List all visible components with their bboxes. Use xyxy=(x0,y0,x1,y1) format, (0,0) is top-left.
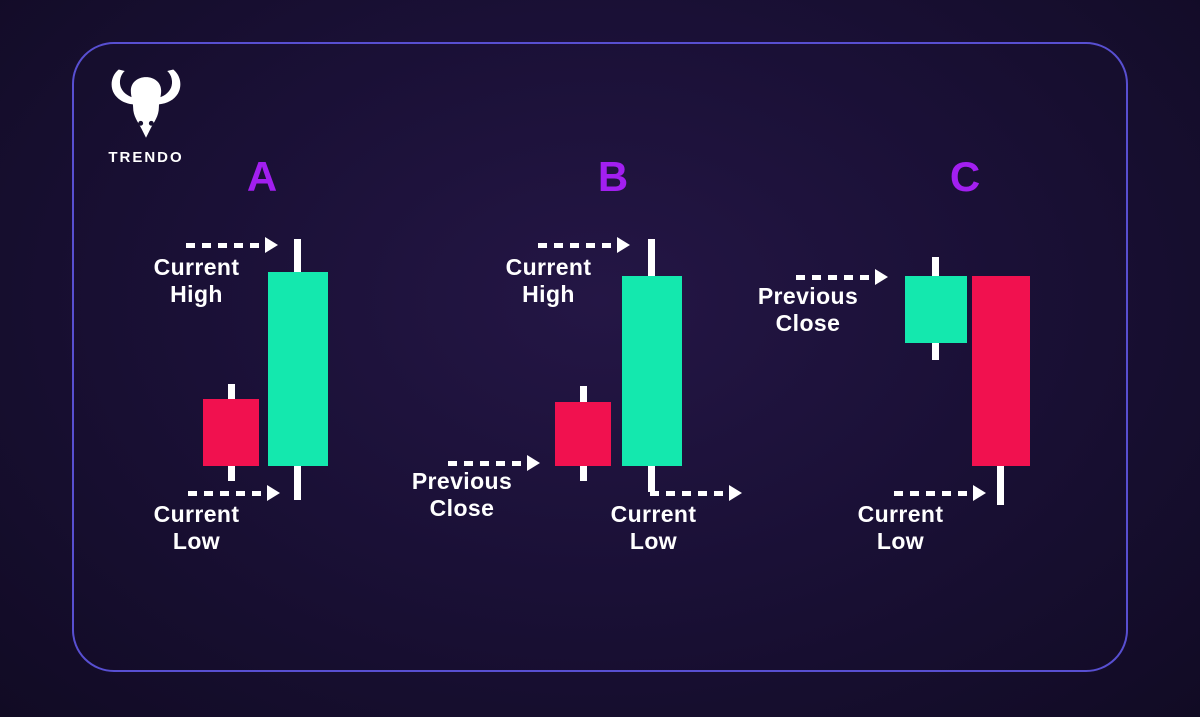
annotation-line-1: Previous xyxy=(411,468,513,494)
panel-b-current-low-annotation: Current Low xyxy=(596,501,711,555)
panel-a-bullish-upper-wick xyxy=(294,239,301,273)
panel-c-bullish-lower-wick xyxy=(932,343,939,360)
panel-b-previous-close-arrow xyxy=(448,455,540,471)
panel-b-bullish-upper-wick xyxy=(648,239,655,277)
panel-a-current-low-annotation: Current Low xyxy=(139,501,254,555)
annotation-line-2: Low xyxy=(876,528,925,554)
panel-b-bearish-lower-wick xyxy=(580,466,587,481)
panel-a-bullish-candle-body xyxy=(268,272,328,466)
panel-b-bullish-lower-wick xyxy=(648,466,655,492)
arrow-dashes xyxy=(448,460,527,466)
panel-c-label: C xyxy=(949,153,981,200)
arrow-dashes xyxy=(186,242,265,248)
panel-c-bearish-lower-wick xyxy=(997,466,1004,505)
annotation-line-2: High xyxy=(522,281,575,307)
panel-c-bullish-upper-wick xyxy=(932,257,939,277)
panel-b-bearish-upper-wick xyxy=(580,386,587,403)
arrow-head-icon xyxy=(617,237,630,253)
panel-c-bullish-candle-body xyxy=(905,276,967,343)
panel-b-current-high-arrow xyxy=(538,237,630,253)
annotation-line-2: Low xyxy=(172,528,221,554)
annotation-line-2: Close xyxy=(429,495,495,521)
annotation-line-1: Current xyxy=(857,501,944,527)
annotation-line-1: Previous xyxy=(757,283,859,309)
arrow-dashes xyxy=(538,242,617,248)
annotation-line-2: Low xyxy=(629,528,678,554)
arrow-dashes xyxy=(188,490,267,496)
annotation-line-1: Current xyxy=(610,501,697,527)
arrow-dashes xyxy=(650,490,729,496)
annotation-line-1: Current xyxy=(505,254,592,280)
brand-name: TRENDO xyxy=(108,149,184,166)
panel-a-bearish-candle-body xyxy=(203,399,259,466)
arrow-head-icon xyxy=(875,269,888,285)
annotation-line-1: Current xyxy=(153,501,240,527)
panel-a-bullish-lower-wick xyxy=(294,466,301,500)
arrow-head-icon xyxy=(973,485,986,501)
panel-a-bearish-lower-wick xyxy=(228,466,235,481)
panel-b-previous-close-annotation: Previous Close xyxy=(402,468,522,522)
arrow-dashes xyxy=(894,490,973,496)
panel-b-bullish-candle-body xyxy=(622,276,682,466)
annotation-line-2: Close xyxy=(775,310,841,336)
panel-c-previous-close-annotation: Previous Close xyxy=(748,283,868,337)
brand-logo: TRENDO xyxy=(104,68,188,166)
arrow-head-icon xyxy=(265,237,278,253)
panel-c-current-low-annotation: Current Low xyxy=(843,501,958,555)
panel-a-label: A xyxy=(246,153,278,200)
panel-c-current-low-arrow xyxy=(894,485,986,501)
panel-b-label: B xyxy=(597,153,629,200)
arrow-head-icon xyxy=(729,485,742,501)
annotation-line-2: High xyxy=(170,281,223,307)
panel-c-previous-close-arrow xyxy=(796,269,888,285)
arrow-head-icon xyxy=(527,455,540,471)
panel-a-current-high-annotation: Current High xyxy=(139,254,254,308)
panel-b-current-low-arrow xyxy=(650,485,742,501)
arrow-head-icon xyxy=(267,485,280,501)
panel-b-current-high-annotation: Current High xyxy=(491,254,606,308)
panel-a-current-high-arrow xyxy=(186,237,278,253)
annotation-line-1: Current xyxy=(153,254,240,280)
panel-a-bearish-upper-wick xyxy=(228,384,235,400)
bull-icon xyxy=(111,69,181,138)
diagram-border-frame xyxy=(72,42,1128,672)
arrow-dashes xyxy=(796,274,875,280)
panel-c-bearish-candle-body xyxy=(972,276,1030,466)
panel-b-bearish-candle-body xyxy=(555,402,611,466)
panel-a-current-low-arrow xyxy=(188,485,280,501)
